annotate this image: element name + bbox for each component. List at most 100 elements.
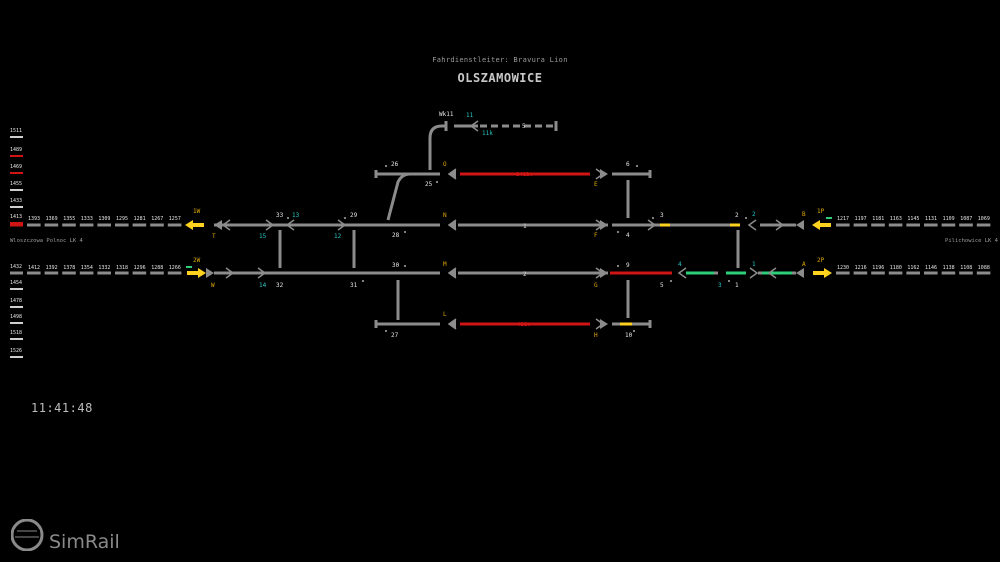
block-section-1069[interactable] (976, 223, 991, 227)
side-panel-item[interactable]: 1432 (10, 264, 23, 270)
block-section-1196[interactable] (871, 271, 885, 275)
label-wk11[interactable]: Wk11 (439, 111, 454, 118)
block-signal-1P[interactable]: 1P (817, 208, 825, 215)
block-section-1354[interactable] (79, 271, 94, 275)
block-section-1413[interactable] (10, 223, 23, 227)
approach-arrow-1W[interactable] (185, 220, 204, 230)
signal-B-arrow[interactable] (796, 220, 804, 230)
side-panel-item[interactable]: 1498 (10, 314, 23, 320)
approach-arrow-2P[interactable] (813, 268, 832, 278)
block-section-1266[interactable] (167, 271, 182, 275)
block-section-1217[interactable] (836, 223, 850, 227)
signal-M[interactable]: M (443, 261, 447, 268)
block-section-1288[interactable] (150, 271, 164, 275)
block-section-1088[interactable] (976, 271, 991, 275)
signal-G[interactable]: G (594, 282, 598, 289)
block-section-1180[interactable] (888, 271, 903, 275)
block-section-1108[interactable] (959, 271, 973, 275)
signal-N-arrow[interactable] (448, 220, 456, 230)
approach-arrow-1P[interactable] (812, 220, 831, 230)
block-section-1131[interactable] (924, 223, 938, 227)
switch-15[interactable]: 15 (259, 233, 267, 240)
block-section-label: 1216 (855, 265, 867, 271)
track-wk11-branch[interactable] (428, 124, 446, 170)
signal-W[interactable]: W (211, 282, 215, 289)
side-panel-item[interactable]: 1518 (10, 330, 23, 336)
block-section-1296[interactable] (132, 271, 147, 275)
side-panel-bar (10, 356, 23, 358)
signal-A[interactable]: A (802, 261, 806, 268)
block-section-1309[interactable] (97, 223, 111, 227)
block-section-1230[interactable] (836, 271, 850, 275)
signal-O-arrow[interactable] (448, 169, 456, 179)
block-section-1146[interactable] (924, 271, 938, 275)
switch-12[interactable]: 12 (334, 233, 342, 240)
block-section-1295[interactable] (115, 223, 129, 227)
switch-13[interactable]: 13 (292, 212, 300, 219)
signal-L-arrow[interactable] (448, 319, 456, 329)
block-section-1318[interactable] (115, 271, 129, 275)
switch-1[interactable]: 1 (752, 261, 756, 268)
block-section-label: 1217 (837, 216, 849, 222)
block-section-1163[interactable] (888, 223, 903, 227)
switch-11k[interactable]: 11k (482, 130, 493, 137)
signal-O[interactable]: O (443, 161, 447, 168)
block-section-1369[interactable] (44, 223, 59, 227)
signal-L[interactable]: L (443, 311, 447, 318)
block-section-1267[interactable] (150, 223, 164, 227)
block-section-1412[interactable] (27, 271, 41, 275)
block-section-1281[interactable] (132, 223, 147, 227)
block-section-1181[interactable] (871, 223, 885, 227)
signal-M-arrow[interactable] (448, 268, 456, 278)
block-section-1109[interactable] (941, 223, 956, 227)
approach-arrow-2W[interactable] (187, 268, 206, 278)
signal-T-arrow[interactable] (214, 220, 222, 230)
side-panel-item[interactable]: 1455 (10, 181, 23, 187)
block-section-1392[interactable] (44, 271, 59, 275)
block-signal-2P[interactable]: 2P (817, 257, 825, 264)
block-signal-1W[interactable]: 1W (193, 208, 201, 215)
block-section-1162[interactable] (906, 271, 920, 275)
block-section-1145[interactable] (906, 223, 920, 227)
block-section-1393[interactable] (27, 223, 41, 227)
block-section-1432[interactable] (10, 271, 23, 275)
signal-W-arrow[interactable] (206, 268, 214, 278)
block-section-label: 1288 (151, 265, 163, 271)
crossover-28-26[interactable] (386, 172, 411, 221)
block-signal-2W[interactable]: 2W (193, 257, 201, 264)
station-name: OLSZAMOWICE (457, 71, 543, 85)
block-section-1257[interactable] (167, 223, 182, 227)
side-panel-item[interactable]: 1478 (10, 298, 23, 304)
signal-E[interactable]: E (594, 181, 598, 188)
switch-11[interactable]: 11 (466, 112, 474, 119)
side-panel-item[interactable]: 1511 (10, 128, 23, 134)
block-section-1216[interactable] (853, 271, 868, 275)
signal-B[interactable]: B (802, 211, 806, 218)
side-panel-item[interactable]: 1454 (10, 280, 23, 286)
block-section-1333[interactable] (79, 223, 94, 227)
signal-T[interactable]: T (212, 233, 216, 240)
block-section-1378[interactable] (62, 271, 76, 275)
block-section-1355[interactable] (62, 223, 76, 227)
block-section-1087[interactable] (959, 223, 973, 227)
side-panel-item[interactable]: 1413 (10, 214, 23, 220)
side-panel-item[interactable]: 1489 (10, 147, 23, 153)
block-section-1138[interactable] (941, 271, 956, 275)
signal-N[interactable]: N (443, 212, 447, 219)
signal-H[interactable]: H (594, 332, 598, 339)
signal-A-arrow[interactable] (796, 268, 804, 278)
label-33: 33 (276, 212, 284, 219)
block-section-1197[interactable] (853, 223, 868, 227)
signal-F[interactable]: F (594, 232, 598, 239)
switch-14[interactable]: 14 (259, 282, 267, 289)
side-panel-item[interactable]: 1469 (10, 164, 23, 170)
side-panel-item[interactable]: 1526 (10, 348, 23, 354)
side-panel-item[interactable]: 1433 (10, 198, 23, 204)
label-3: 3 (660, 212, 664, 219)
switch-chevron-14 (257, 267, 267, 279)
switch-2[interactable]: 2 (752, 211, 756, 218)
switch-4[interactable]: 4 (678, 261, 682, 268)
switch-3[interactable]: 3 (718, 282, 722, 289)
block-section-label: 1412 (28, 265, 40, 271)
block-section-1332[interactable] (97, 271, 111, 275)
